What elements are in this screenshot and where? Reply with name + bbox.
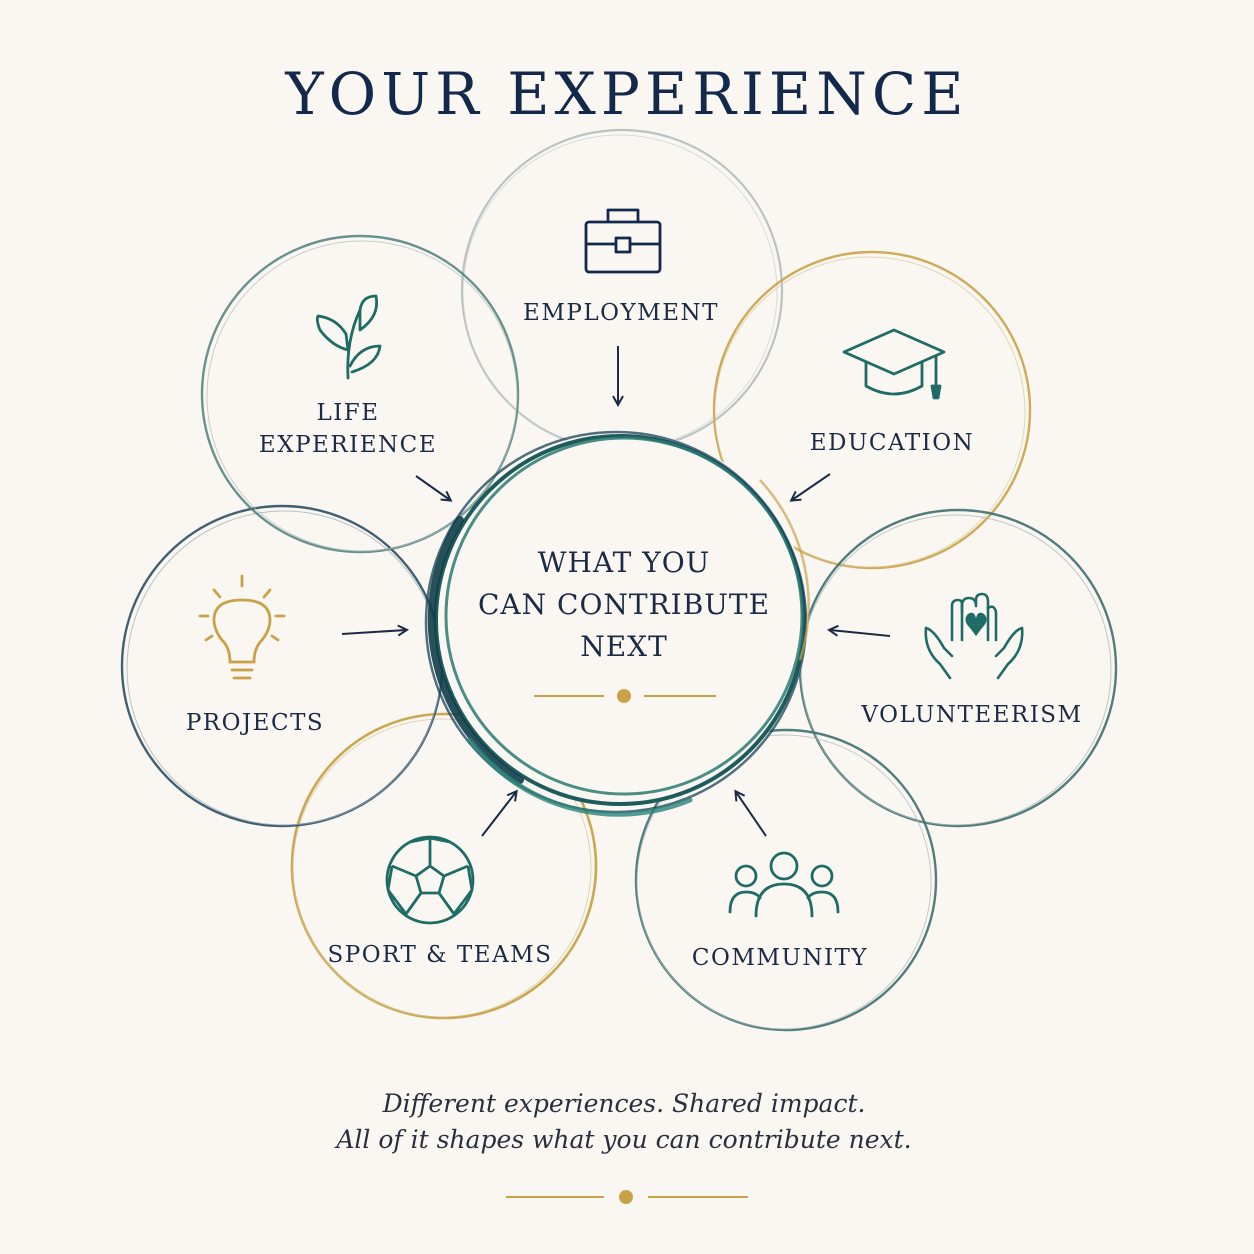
ring-employment-2 (462, 134, 778, 450)
label-projects: PROJECTS (186, 710, 324, 736)
label-community: COMMUNITY (692, 945, 868, 971)
label-sport-teams: SPORT & TEAMS (328, 942, 553, 968)
arrow-community (736, 792, 767, 837)
footer-line-1: Different experiences. Shared impact. (382, 1089, 866, 1118)
ring-education-2 (714, 256, 1026, 568)
arrow-education (792, 473, 831, 500)
ring-education (712, 250, 1032, 570)
heart-hands-icon (924, 592, 1024, 680)
ring-life (200, 234, 520, 554)
briefcase-icon (584, 208, 662, 274)
ring-community-2 (636, 734, 932, 1030)
ring-employment (460, 128, 784, 452)
ring-projects (120, 504, 444, 828)
ring-sport-2 (292, 718, 592, 1018)
center-line-2: CAN CONTRIBUTE (478, 588, 770, 621)
arrow-projects (341, 630, 406, 634)
center-line-3: NEXT (580, 630, 668, 663)
graduation-cap-icon (842, 328, 946, 400)
page-title: YOUR EXPERIENCE (284, 60, 968, 128)
label-education: EDUCATION (810, 430, 974, 456)
footer-line-2: All of it shapes what you can contribute… (334, 1125, 911, 1154)
ring-life-2 (206, 240, 518, 552)
arrows (341, 346, 891, 837)
people-group-icon (728, 851, 840, 918)
center-divider (534, 689, 716, 703)
arrow-life (415, 475, 450, 500)
lightbulb-icon (198, 574, 286, 680)
label-volunteerism: VOLUNTEERISM (860, 702, 1082, 728)
ring-volunteerism (798, 508, 1118, 828)
plant-sprout-icon (315, 294, 382, 380)
soccer-ball-icon (385, 835, 475, 925)
label-life-line-1: LIFE (316, 400, 379, 426)
center-ring (424, 430, 810, 817)
arrow-sport (481, 792, 516, 837)
footer-divider (506, 1190, 748, 1204)
label-life-line-2: EXPERIENCE (259, 432, 437, 458)
ring-community (634, 728, 938, 1032)
ring-sport (290, 712, 598, 1020)
label-employment: EMPLOYMENT (523, 300, 719, 326)
arrow-volunteerism (830, 630, 891, 637)
center-line-1: WHAT YOU (538, 546, 711, 579)
ring-volunteerism-2 (800, 514, 1112, 826)
ring-projects-2 (126, 510, 442, 826)
